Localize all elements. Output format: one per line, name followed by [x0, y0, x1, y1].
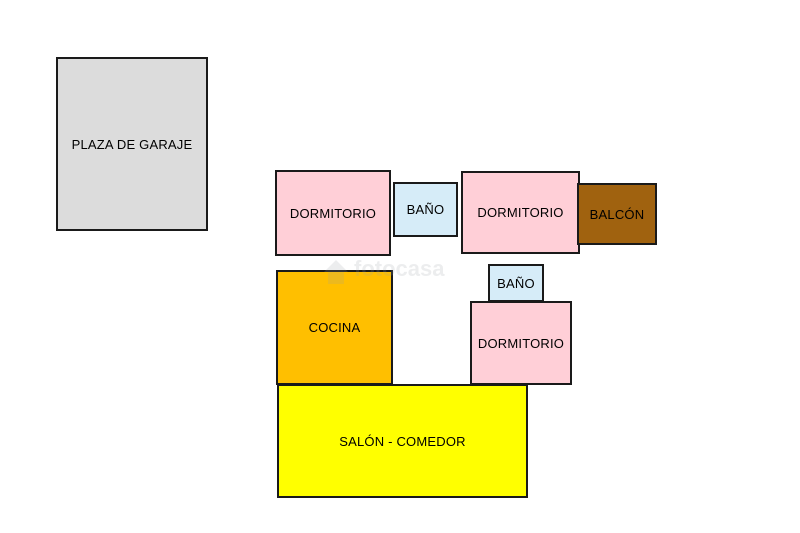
- room-dormitorio-3: DORMITORIO: [470, 301, 572, 385]
- room-plaza-de-garaje: PLAZA DE GARAJE: [56, 57, 208, 231]
- room-label: COCINA: [308, 320, 361, 335]
- room-label: BAÑO: [497, 275, 535, 291]
- room-label: DORMITORIO: [477, 205, 564, 220]
- room-bano-2: BAÑO: [488, 264, 544, 302]
- room-label: DORMITORIO: [477, 335, 565, 351]
- room-label: BAÑO: [406, 202, 445, 217]
- room-label: PLAZA DE GARAJE: [71, 136, 193, 152]
- room-label: DORMITORIO: [289, 205, 377, 221]
- room-salon-comedor: SALÓN - COMEDOR: [277, 384, 528, 498]
- room-bano-1: BAÑO: [393, 182, 458, 237]
- room-label: BALCÓN: [589, 206, 645, 222]
- room-dormitorio-1: DORMITORIO: [275, 170, 391, 256]
- room-cocina: COCINA: [276, 270, 393, 385]
- room-label: SALÓN - COMEDOR: [339, 433, 466, 449]
- room-dormitorio-2: DORMITORIO: [461, 171, 580, 254]
- room-balcon: BALCÓN: [577, 183, 657, 245]
